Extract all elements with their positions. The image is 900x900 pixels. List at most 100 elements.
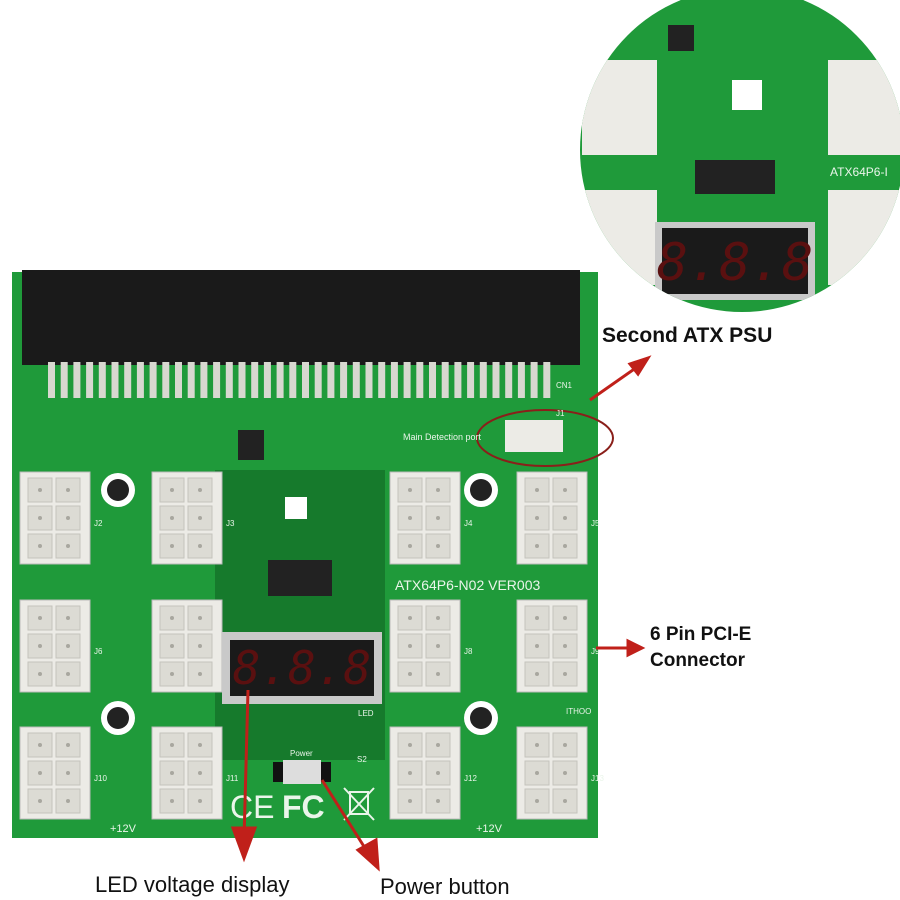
second-atx-psu-callout: Second ATX PSU [602,324,773,347]
header-pin [429,362,436,398]
header-pin [517,362,525,398]
zoom-inset: 8.8.8 ATX64P6-I [580,0,900,312]
led-digits: 8.8.8 [233,641,371,695]
pcie-6pin-connector: J4 [389,471,473,565]
connector-pin-socket [425,732,451,758]
header-pin [175,362,182,398]
header-pin [378,362,386,398]
pcie-callout-line1: 6 Pin PCI-E [650,624,752,645]
s2-label: S2 [357,755,367,764]
header-pin [492,362,500,398]
header-pin [505,362,513,398]
header-pin [86,362,94,398]
connector-pin-socket [27,661,53,687]
arrow-head [627,355,652,377]
arrow-head [355,837,380,872]
header-pin [187,362,195,398]
header-pin [390,362,398,398]
ic-chip [268,560,332,596]
header-pin [238,362,246,398]
pcie-6pin-connector: J5 [516,471,600,565]
header-pin [73,362,81,398]
connector-pin-socket [524,760,550,786]
connector-label: J8 [464,647,473,656]
header-pin [416,362,424,398]
header-pin [200,362,208,398]
detection-port [505,420,563,452]
header-pin [467,362,475,398]
connector-pin-socket [425,760,451,786]
connector-label: J9 [591,647,600,656]
fcc-mark: FC [282,789,325,825]
header-pins [48,362,551,398]
connector-pin-socket [159,760,185,786]
pcie-6pin-connector: J2 [19,471,103,565]
header-pin [60,362,68,398]
connector-pin-socket [524,505,550,531]
connector-pin-socket [159,477,185,503]
weee-bin-icon [343,787,375,821]
led-label: LED [358,709,374,718]
connector-pin-socket [425,605,451,631]
arrow-head [626,638,646,658]
header-pin [365,362,373,398]
header-pin [314,362,322,398]
brand-label: ITHOO [566,707,591,716]
callout-arrows [230,355,652,872]
pcie-connectors: J2J3J4J5J6J7J8J9J10J11J12J13 [19,471,604,820]
header-pin [327,362,335,398]
header-pin [403,362,411,398]
detection-port-highlight [476,409,614,467]
header-pin [225,362,233,398]
header-pin [213,362,221,398]
header-pin [162,362,170,398]
main-header-connector [22,270,580,365]
header-pin [543,362,551,398]
header-pin [530,362,538,398]
pcie-6pin-connector: J13 [516,726,604,820]
header-pin [454,362,462,398]
header-pin [352,362,360,398]
connector-label: J10 [94,774,107,783]
connector-label: J11 [226,774,239,783]
header-pin [276,362,284,398]
power-label: Power [290,749,313,758]
j1-label: J1 [556,409,565,418]
header-pin [263,362,271,398]
header-pin [441,362,449,398]
pcie-callout-line2: Connector [650,650,745,671]
board-model-label: ATX64P6-N02 VER003 [395,577,540,593]
power-button-cap[interactable] [283,760,321,784]
connector-label: J6 [94,647,103,656]
pcie-6pin-connector: J6 [19,599,103,693]
header-pin [340,362,348,398]
pcie-6pin-connector: J7 [151,599,235,693]
pcie-6pin-connector: J10 [19,726,107,820]
arrow-head [230,826,258,863]
rgb-led [285,497,307,519]
header-pin [289,362,297,398]
power-button-callout: Power button [380,874,510,899]
plus-12v-label: +12V [476,823,503,835]
led-display-window [230,640,374,696]
led-display-callout: LED voltage display [95,872,290,897]
cn1-label: CN1 [556,381,573,390]
header-pin [302,362,309,398]
ce-mark: CE [230,789,274,825]
connector-label: J2 [94,519,103,528]
ic-chip [238,430,264,460]
connector-label: J3 [226,519,235,528]
connector-pin-socket [55,732,81,758]
mounting-holes [101,473,498,735]
connector-label: J13 [591,774,604,783]
pcie-6pin-connector: J11 [151,726,239,820]
plus-12v-label: +12V [110,823,137,835]
header-pin [48,362,55,398]
header-pin [479,362,487,398]
header-pin [136,362,144,398]
connector-label: J5 [591,519,600,528]
pcie-6pin-connector: J9 [516,599,600,693]
connector-pin-socket [55,533,81,559]
header-pin [251,362,259,398]
